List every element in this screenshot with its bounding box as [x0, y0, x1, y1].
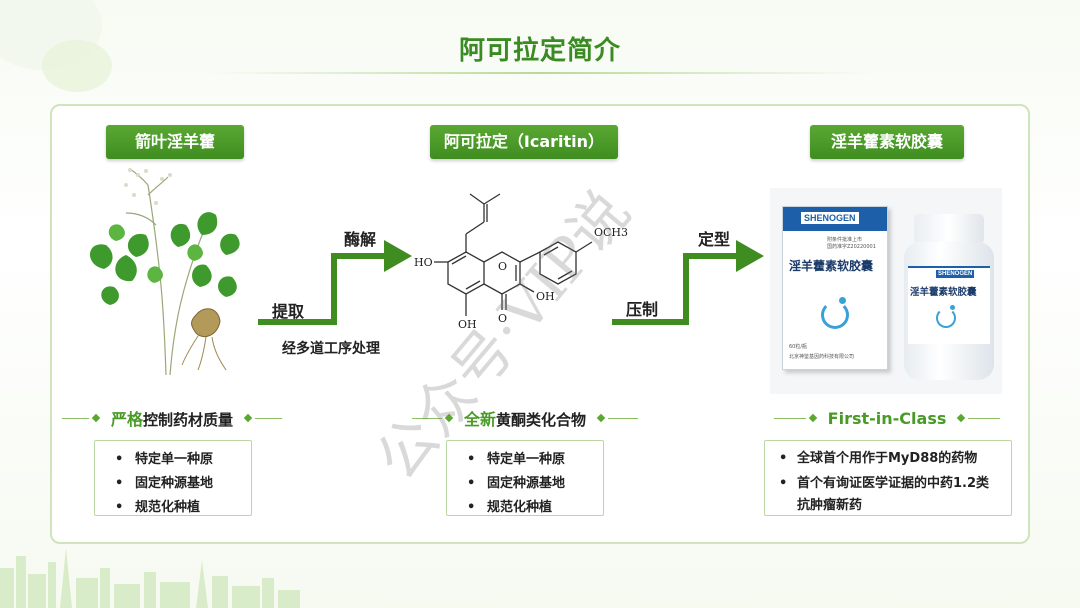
bullet-box-product: 全球首个用作于MyD88的药物 首个有询证医学证据的中药1.2类抗肿瘤新药: [764, 440, 1012, 516]
list-item: 固定种源基地: [447, 472, 603, 496]
process-note: 经多道工序处理: [282, 341, 380, 357]
background-blob: [42, 40, 112, 92]
medicine-bottle: SHENOGEN 淫羊藿素软胶囊: [904, 214, 994, 380]
feature-title-herb: 严格控制药材质量: [62, 406, 282, 430]
feature-text: 控制药材质量: [143, 411, 234, 429]
product-small-text: 附条件批准上市: [827, 237, 863, 243]
section-label-compound: 阿可拉定（Icaritin）: [430, 125, 618, 159]
molecule-label: HO: [414, 256, 433, 269]
product-count: 60粒/瓶: [789, 344, 808, 350]
feature-text: First-in-Class: [827, 408, 947, 428]
molecule-label: O: [498, 260, 507, 273]
section-label-herb: 箭叶淫羊藿: [106, 125, 244, 159]
molecule-label: OH: [458, 318, 477, 331]
bottle-name: 淫羊藿素软胶囊: [910, 287, 977, 298]
step-label-extraction: 提取: [272, 302, 305, 321]
step-label-shaping: 定型: [698, 230, 731, 249]
page-title: 阿可拉定简介: [458, 36, 621, 66]
section-label-product: 淫羊藿素软胶囊: [810, 125, 964, 159]
process-arrow-2: [612, 240, 764, 325]
bullet-box-compound: 特定单一种原 固定种源基地 规范化种植: [446, 440, 604, 520]
molecule-label: OCH3: [594, 226, 628, 239]
list-item: 特定单一种原: [447, 448, 603, 472]
product-brand: SHENOGEN: [801, 212, 859, 224]
molecule-label: O: [498, 312, 507, 325]
feature-text: 黄酮类化合物: [496, 411, 587, 429]
title-divider: [210, 72, 870, 74]
icaritin-molecule-diagram: HO O OCH3 OH O OH: [414, 193, 628, 331]
feature-highlight: 严格: [110, 410, 143, 429]
city-skyline-decoration: [0, 548, 300, 608]
list-item: 固定种源基地: [95, 472, 251, 496]
list-item: 规范化种植: [95, 496, 251, 520]
step-label-enzymolysis: 酶解: [344, 230, 377, 249]
list-item: 首个有询证医学证据的中药1.2类抗肿瘤新药: [765, 473, 1011, 517]
product-maker: 北京神鉴基因药科技有限公司: [789, 354, 855, 360]
list-item: 全球首个用作于MyD88的药物: [765, 448, 1011, 470]
product-name: 淫羊藿素软胶囊: [789, 259, 874, 273]
feature-highlight: 全新: [463, 410, 496, 429]
step-label-pressing: 压制: [626, 300, 659, 319]
herb-plant-image: [89, 168, 240, 376]
molecule-label: OH: [536, 290, 555, 303]
process-arrow-1: [258, 240, 412, 325]
bullet-box-herb: 特定单一种原 固定种源基地 规范化种植: [94, 440, 252, 520]
feature-title-product: First-in-Class: [774, 406, 1001, 430]
medicine-box: SHENOGEN 附条件批准上市 国药准字Z20220001 淫羊藿素软胶囊 6…: [782, 206, 888, 370]
list-item: 特定单一种原: [95, 448, 251, 472]
product-small-text: 国药准字Z20220001: [827, 244, 876, 250]
list-item: 规范化种植: [447, 496, 603, 520]
feature-title-compound: 全新黄酮类化合物: [412, 406, 638, 430]
product-image: SHENOGEN 附条件批准上市 国药准字Z20220001 淫羊藿素软胶囊 6…: [770, 188, 1002, 394]
bottle-brand: SHENOGEN: [936, 270, 975, 278]
